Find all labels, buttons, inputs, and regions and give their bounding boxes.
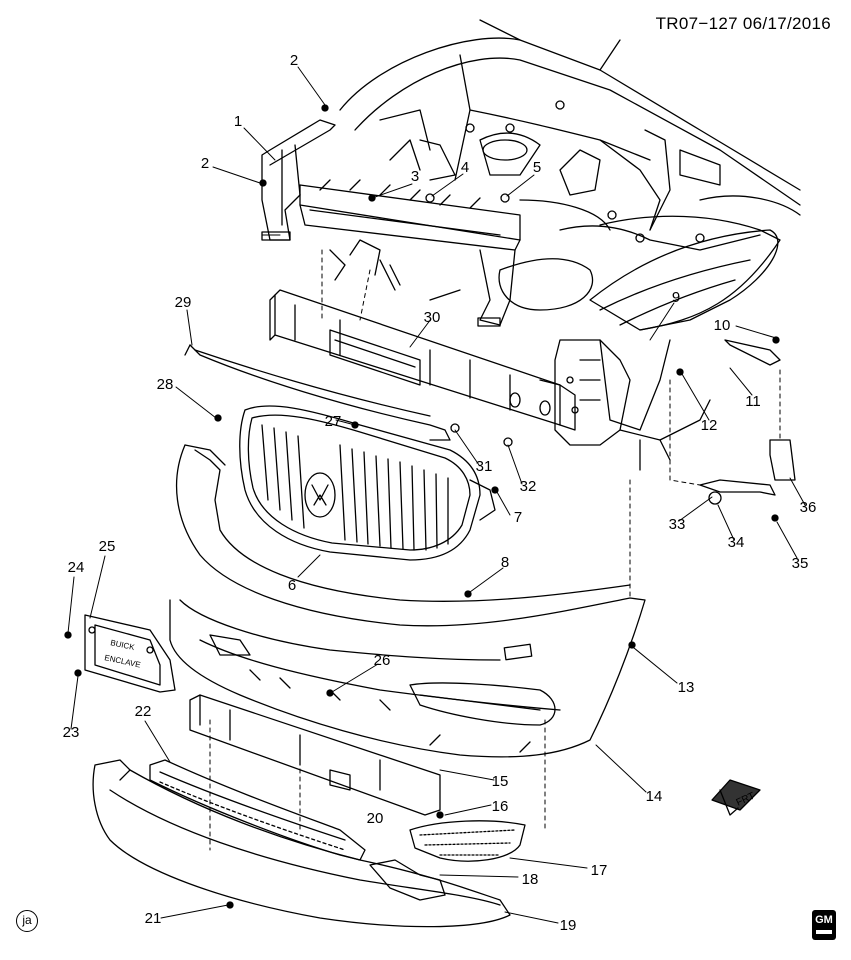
plate-lettering: BUICK ENCLAVE [104,638,142,669]
callout-13: 13 [678,679,695,696]
front-direction-arrow [711,779,761,816]
callout-21: 21 [145,910,162,927]
grille [239,405,496,561]
energy-absorber [189,694,441,816]
callout-3: 3 [411,168,419,185]
callout-30: 30 [424,309,441,326]
callout-20: 20 [367,810,384,827]
callout-6: 6 [288,577,296,594]
callout-15: 15 [492,773,509,790]
plate-text-2: ENCLAVE [104,653,142,669]
callout-31: 31 [476,458,493,475]
lower-spoiler [92,759,511,928]
plate-text-1: BUICK [110,638,136,652]
callout-28: 28 [157,376,174,393]
leader-lines [67,66,806,924]
callout-23: 23 [63,724,80,741]
gm-logo-bar [816,930,832,934]
callout-11: 11 [745,393,761,410]
engine-bay [329,19,801,331]
bumper-fascia [169,444,646,758]
callout-26: 26 [374,652,391,669]
callout-18: 18 [522,871,539,888]
callout-29: 29 [175,294,192,311]
callout-2b: 2 [201,155,209,172]
callout-1: 1 [234,113,242,130]
callout-17: 17 [591,862,608,879]
callout-10: 10 [714,317,731,334]
callout-9: 9 [672,289,680,306]
callout-24: 24 [68,559,85,576]
callout-33: 33 [669,516,686,533]
callout-2a: 2 [290,52,298,69]
callouts: 1 2 2 3 4 5 6 7 8 9 10 11 12 13 14 15 16… [63,52,817,934]
upper-bracket-29 [184,344,451,441]
callout-35: 35 [792,555,809,572]
callout-12: 12 [701,417,718,434]
diagram-header: TR07−127 06/17/2016 [656,14,831,34]
callout-36: 36 [800,499,817,516]
fog-bracket [369,859,446,901]
diagram-id: TR07−127 [655,14,738,33]
fog-grille [409,820,526,862]
impact-bar [269,289,576,431]
callout-4: 4 [461,159,469,176]
side-brackets [699,339,796,505]
callout-7: 7 [514,509,522,526]
guide-lines [209,249,781,851]
callout-25: 25 [99,538,116,555]
callout-5: 5 [533,159,541,176]
fasteners [64,104,780,909]
headlamp [589,229,779,331]
diagram-date: 06/17/2016 [742,14,831,33]
lower-grille [149,759,366,861]
license-bracket [84,614,176,693]
callout-34: 34 [728,534,745,551]
callout-27: 27 [325,413,342,430]
callout-14: 14 [646,788,663,805]
radiator-support [261,119,521,327]
callout-22: 22 [135,703,152,720]
callout-32: 32 [520,478,537,495]
frame-bracket [554,339,711,471]
artist-mark: ja [16,910,38,932]
callout-16: 16 [492,798,509,815]
gm-logo-text: GM [815,914,833,926]
callout-8: 8 [501,554,509,571]
gm-logo: GM [812,910,836,940]
callout-19: 19 [560,917,577,934]
